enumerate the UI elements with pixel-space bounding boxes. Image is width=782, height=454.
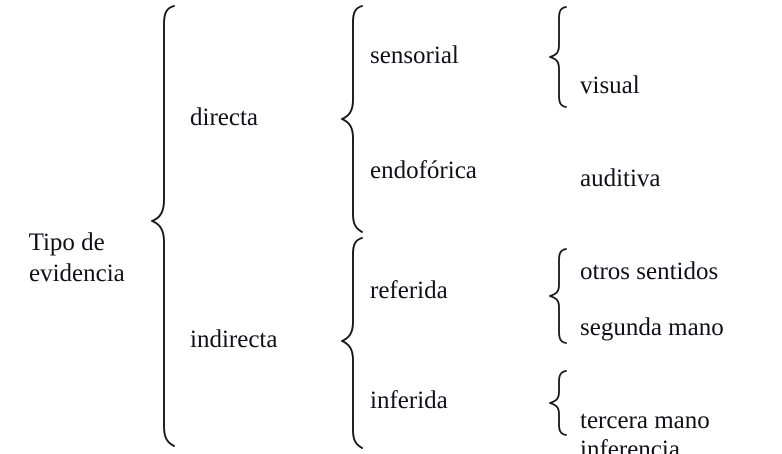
brace-referida — [549, 248, 567, 344]
node-indirecta: indirecta — [190, 326, 278, 353]
node-referida: referida — [370, 277, 448, 304]
leaf-group-referida: segunda mano tercera mano folklore — [580, 250, 724, 454]
leaf-group-sensorial: visual auditiva otros sentidos — [580, 8, 718, 349]
leaf-auditiva: auditiva — [580, 165, 661, 192]
brace-inferida — [549, 370, 567, 436]
brace-directa — [341, 5, 363, 233]
node-sensorial: sensorial — [370, 42, 459, 69]
leaf-visual: visual — [580, 72, 640, 99]
root-label-line-2: evidencia — [29, 260, 125, 287]
brace-sensorial — [549, 6, 567, 108]
leaf-otros-sentidos: otros sentidos — [580, 258, 719, 285]
node-inferida: inferida — [370, 387, 448, 414]
brace-root — [151, 5, 175, 447]
leaf-segunda-mano: segunda mano — [580, 314, 724, 341]
leaf-tercera-mano: tercera mano — [580, 407, 710, 434]
root-label: Tipo de evidencia — [4, 196, 125, 320]
node-directa: directa — [190, 104, 259, 131]
leaf-inferencia: inferencia — [580, 436, 680, 454]
leaf-group-inferida: inferencia razonamiento — [580, 372, 716, 454]
root-label-line-1: Tipo de — [28, 229, 105, 256]
brace-indirecta — [341, 237, 363, 449]
node-endoforica: endofórica — [370, 157, 477, 184]
